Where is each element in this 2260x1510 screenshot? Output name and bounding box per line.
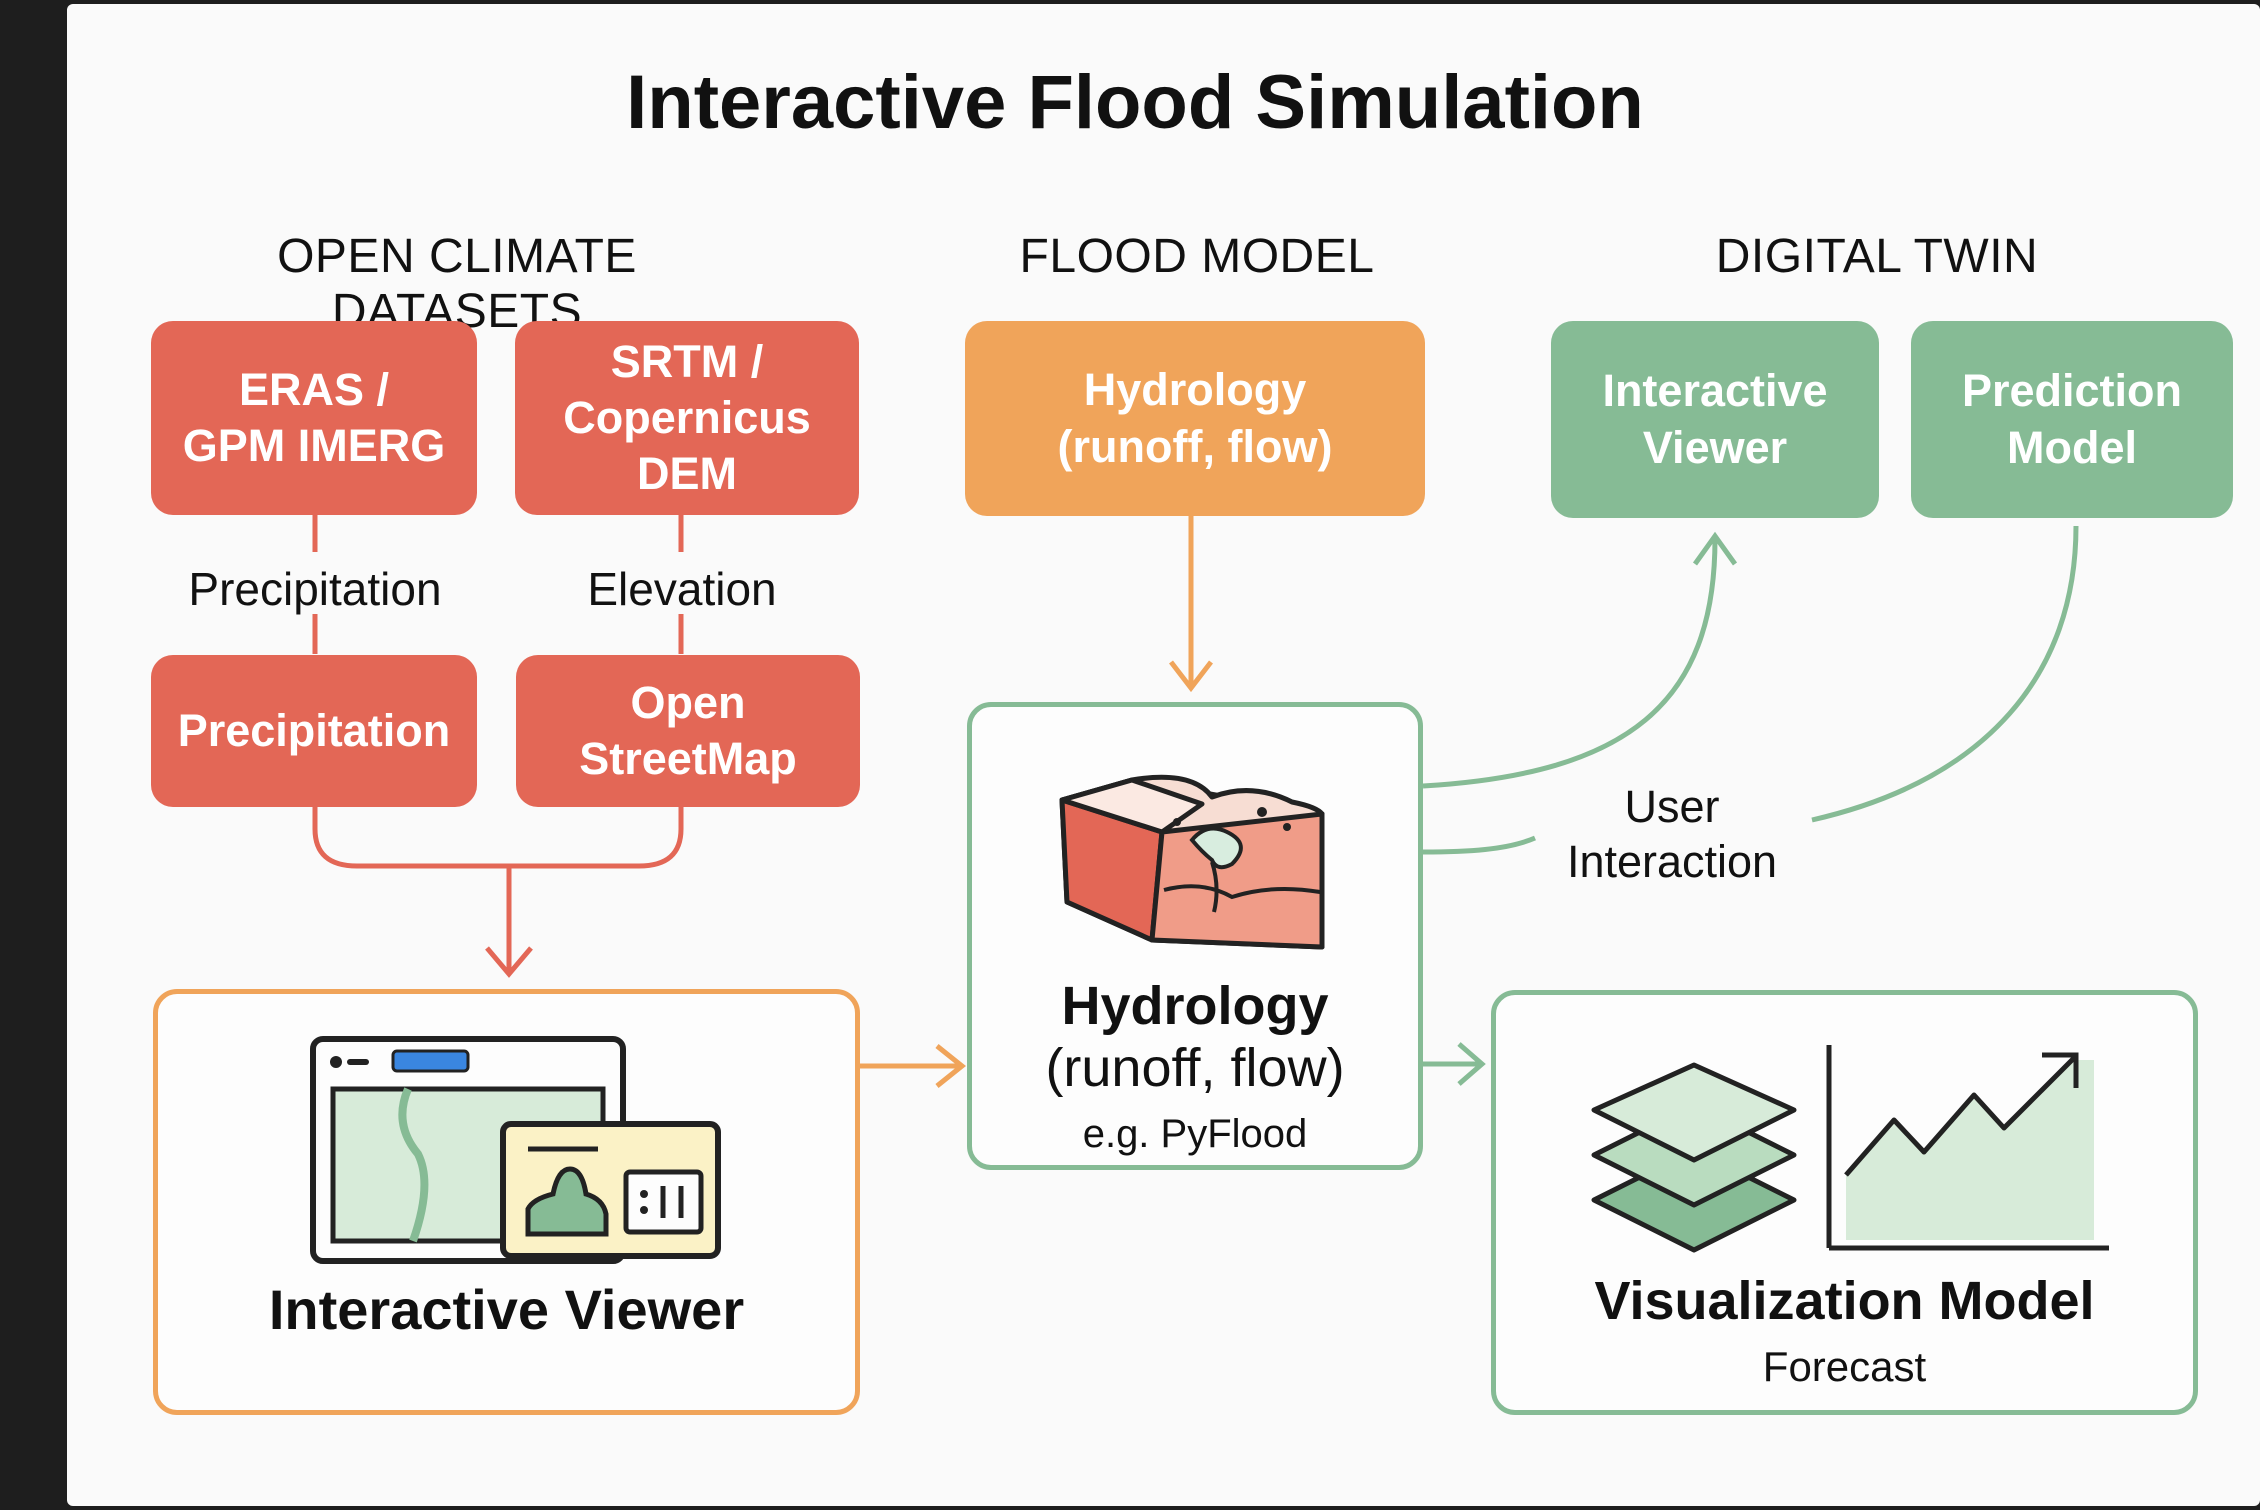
- diagram-canvas: Interactive Flood Simulation OPEN CLIMAT…: [67, 4, 2260, 1506]
- hydrology-panel-subtitle: (runoff, flow): [1045, 1038, 1345, 1098]
- user-interaction-label: User Interaction: [1566, 781, 1778, 887]
- interactive-viewer-panel: Interactive Viewer: [153, 989, 860, 1415]
- precipitation-box: Precipitation: [151, 655, 477, 807]
- viewer-window-icon: [310, 1036, 721, 1264]
- interactive-viewer-panel-label: Interactive Viewer: [268, 1278, 745, 1341]
- diagram-title: Interactive Flood Simulation: [626, 60, 1644, 145]
- hydrology-panel-example: e.g. PyFlood: [1082, 1112, 1308, 1156]
- section-heading-model: FLOOD MODEL: [1019, 230, 1375, 283]
- era-gpm-box: ERAS / GPM IMERG: [151, 321, 477, 515]
- interactive-viewer-box: Interactive Viewer: [1551, 321, 1879, 518]
- visualization-model-subtitle: Forecast: [1762, 1343, 1927, 1390]
- section-heading-twin: DIGITAL TWIN: [1715, 230, 2039, 283]
- visualization-model-title: Visualization Model: [1594, 1271, 2095, 1331]
- layers-icon: [1591, 1062, 1797, 1253]
- growth-chart-icon: [1826, 1045, 2109, 1251]
- hydrology-panel-title: Hydrology: [1061, 976, 1329, 1036]
- hydrology-box: Hydrology (runoff, flow): [965, 321, 1425, 516]
- hydrology-panel: Hydrology (runoff, flow) e.g. PyFlood: [967, 702, 1423, 1170]
- elevation-label: Elevation: [587, 563, 777, 615]
- prediction-model-box: Prediction Model: [1911, 321, 2233, 518]
- connector-lines: [312, 512, 2079, 1088]
- visualization-model-panel: Visualization Model Forecast: [1491, 990, 2198, 1415]
- openstreetmap-box: Open StreetMap: [516, 655, 860, 807]
- terrain-block-icon: [1059, 774, 1325, 950]
- srtm-copernicus-box: SRTM / Copernicus DEM: [515, 321, 859, 515]
- precipitation-label: Precipitation: [188, 563, 442, 615]
